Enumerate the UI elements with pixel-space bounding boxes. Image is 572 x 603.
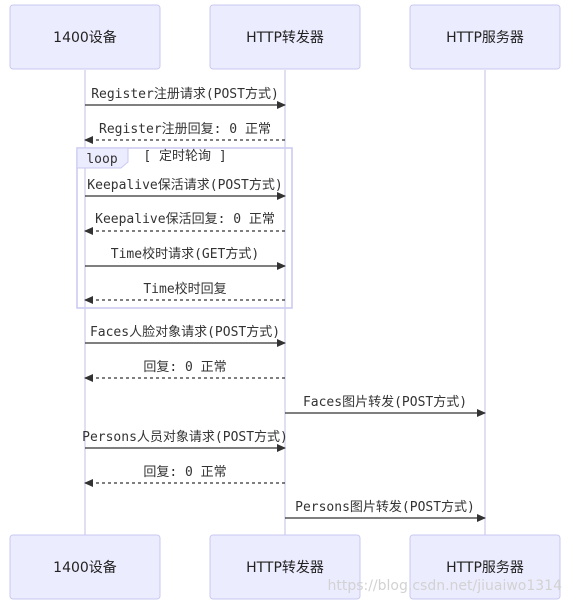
actor-server-top: HTTP服务器	[409, 4, 561, 70]
actor-label: HTTP转发器	[246, 30, 324, 46]
message-label: Time校时请求(GET方式)	[111, 246, 259, 262]
actor-forwarder-top: HTTP转发器	[209, 4, 361, 70]
actor-label: HTTP服务器	[446, 30, 524, 46]
loop-title: [ 定时轮询 ]	[143, 149, 226, 164]
actor-device-top: 1400设备	[9, 4, 161, 70]
message: Faces人脸对象请求(POST方式)	[85, 324, 286, 347]
message-label: Register注册回复: 0 正常	[99, 122, 271, 137]
loop-tag-shape	[76, 147, 129, 169]
loop-tag-label: loop	[86, 152, 117, 167]
loop-frame: loop [ 定时轮询 ]	[76, 147, 293, 309]
actor-label: 1400设备	[53, 29, 117, 46]
actor-server-bottom: HTTP服务器	[409, 534, 561, 600]
message: Register注册请求(POST方式)	[85, 86, 286, 109]
message: 回复: 0 正常	[84, 360, 285, 382]
message-label: Faces人脸对象请求(POST方式)	[90, 324, 280, 340]
message: 回复: 0 正常	[84, 465, 285, 487]
message-label: Persons人员对象请求(POST方式)	[82, 429, 288, 445]
message-label: Time校时回复	[143, 281, 226, 297]
message-label: Keepalive保活回复: 0 正常	[95, 212, 275, 227]
message-label: Persons图片转发(POST方式)	[295, 499, 475, 515]
actor-forwarder-bottom: HTTP转发器	[209, 534, 361, 600]
watermark: https://blog.csdn.net/jiuaiwo1314	[327, 578, 562, 594]
actor-device-bottom: 1400设备	[9, 534, 161, 600]
message: Time校时请求(GET方式)	[85, 246, 286, 270]
message-label: Register注册请求(POST方式)	[91, 86, 279, 102]
message-label: 回复: 0 正常	[143, 360, 226, 375]
message: Keepalive保活回复: 0 正常	[84, 212, 285, 235]
message: Faces图片转发(POST方式)	[285, 394, 486, 417]
message: Register注册回复: 0 正常	[84, 122, 285, 144]
actor-label: 1400设备	[53, 559, 117, 576]
actor-label: HTTP服务器	[446, 560, 524, 576]
message-label: 回复: 0 正常	[143, 465, 226, 480]
message: Time校时回复	[84, 281, 285, 304]
message: Persons人员对象请求(POST方式)	[82, 429, 288, 452]
message-label: Keepalive保活请求(POST方式)	[87, 177, 282, 193]
message: Persons图片转发(POST方式)	[285, 499, 486, 522]
message-label: Faces图片转发(POST方式)	[303, 394, 467, 410]
message: Keepalive保活请求(POST方式)	[85, 177, 286, 200]
actor-label: HTTP转发器	[246, 560, 324, 576]
